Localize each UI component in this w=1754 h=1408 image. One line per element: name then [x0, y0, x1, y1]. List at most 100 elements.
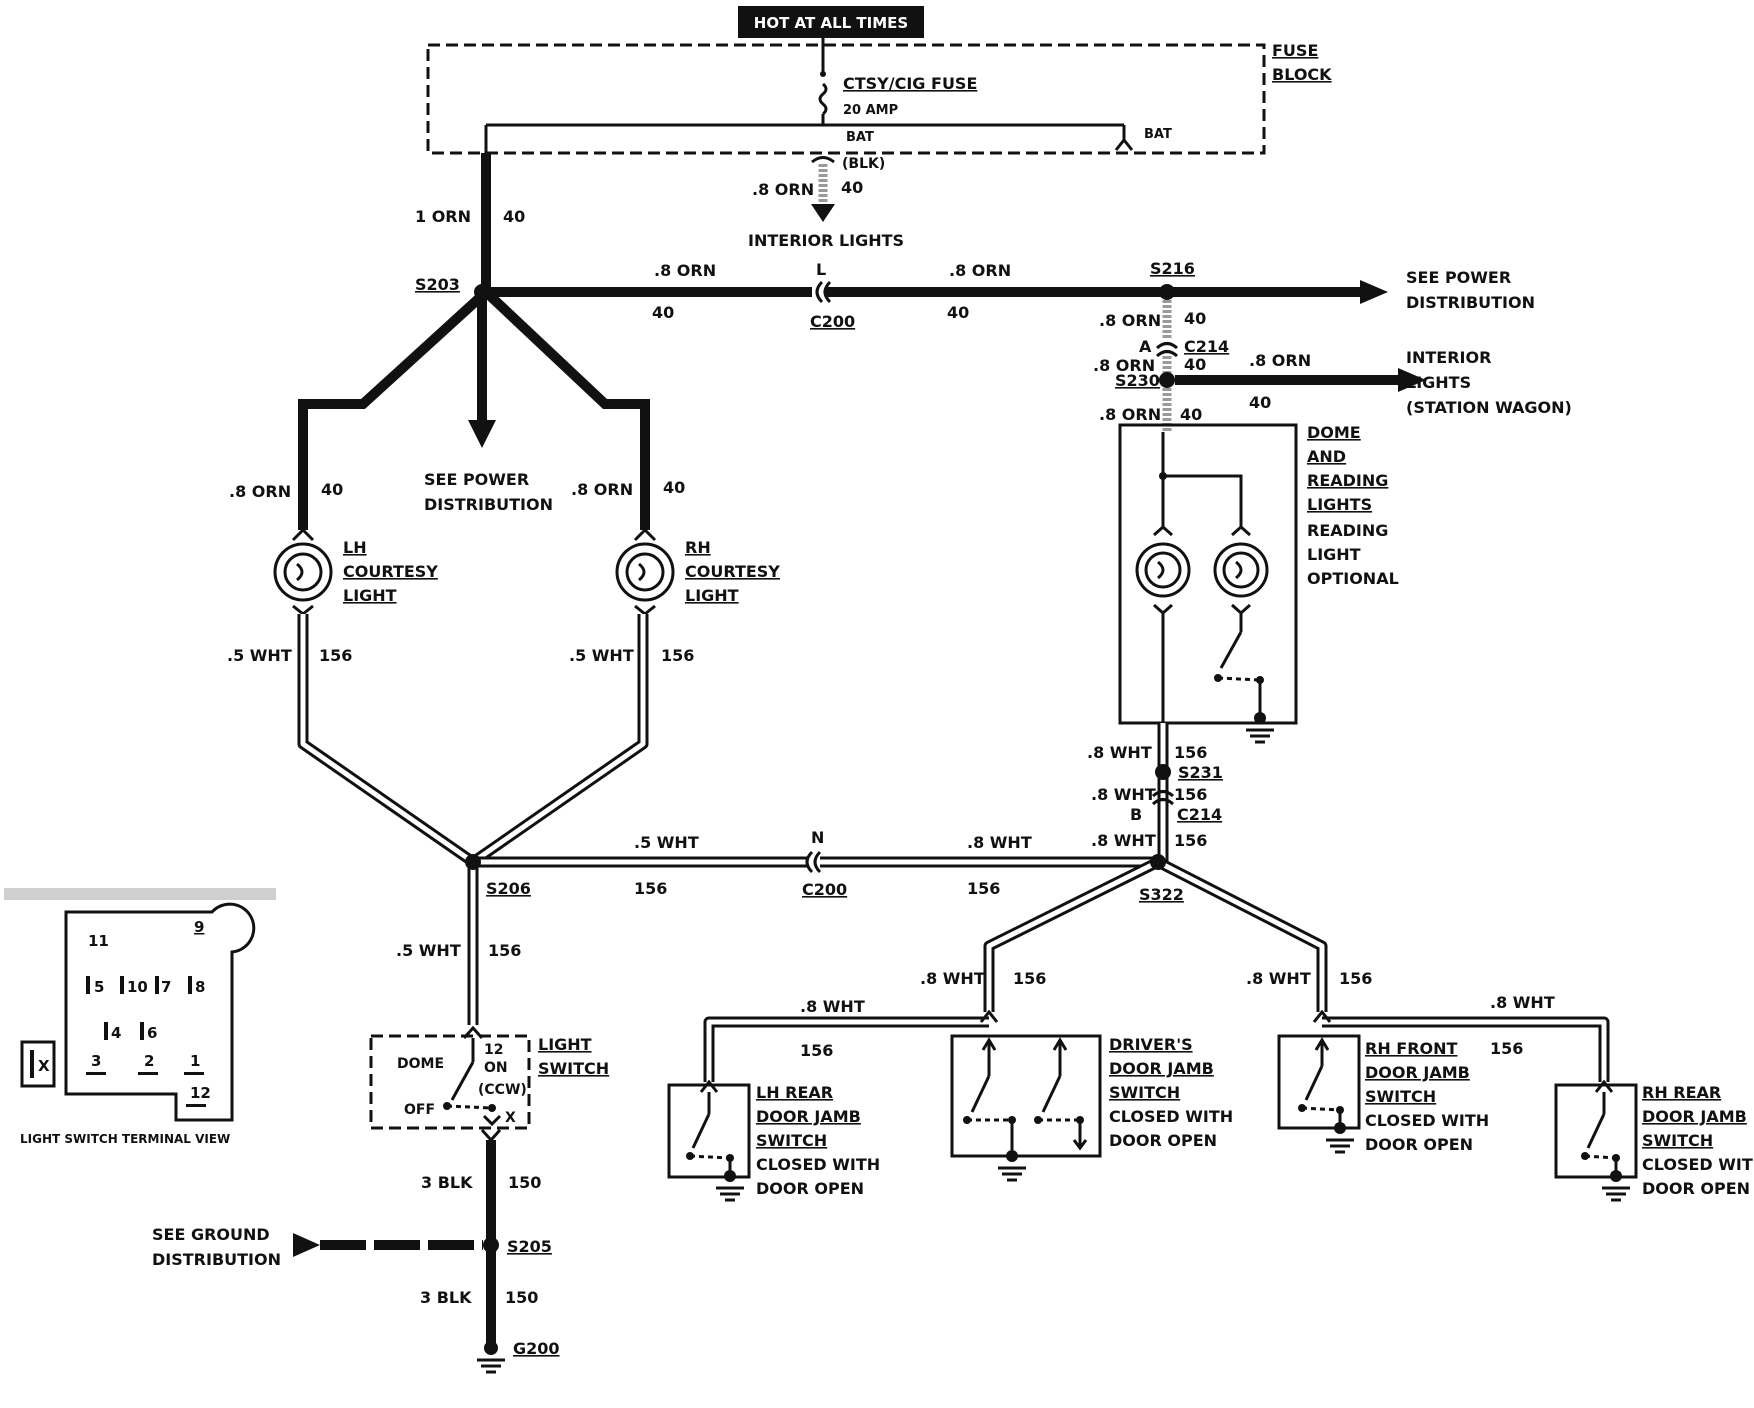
orn-wiring: S203 1 ORN 40 L C200 .8 ORN 40 .8 ORN 40… [229, 153, 1388, 530]
drivers-jamb-label-3: CLOSED WITH [1109, 1107, 1233, 1126]
bat-label-left: BAT [846, 130, 874, 145]
pin-7: 7 [161, 978, 171, 996]
blk-label: (BLK) [842, 156, 885, 172]
dome-label-2: READING [1307, 471, 1388, 490]
wire-number: 156 [800, 1041, 833, 1060]
wire-number: 40 [652, 303, 674, 322]
wire-number: 40 [841, 178, 863, 197]
splice-s322-dot [1150, 854, 1166, 870]
pin-x: X [38, 1057, 50, 1075]
wire-number: 40 [503, 207, 525, 226]
wire-label: .8 WHT [1087, 743, 1152, 762]
rh-rear-jamb-label-3: CLOSED WITH [1642, 1155, 1754, 1174]
wire-number: 156 [1174, 831, 1207, 850]
wire-label: .8 WHT [1091, 785, 1156, 804]
wht-wiring: .5 WHT 156 .5 WHT 156 .8 WHT 156 S231 .8… [227, 614, 1610, 1082]
pin-1: 1 [190, 1052, 200, 1070]
fuse-block-label-1: FUSE [1272, 41, 1318, 60]
see-power-right-2: DISTRIBUTION [1406, 293, 1535, 312]
see-power-center-2: DISTRIBUTION [424, 495, 553, 514]
rh-rear-jamb-label-0: RH REAR [1642, 1083, 1721, 1102]
lh-rear-jamb-label-4: DOOR OPEN [756, 1179, 864, 1198]
right-feed: S216 SEE POWER DISTRIBUTION .8 ORN 40 A … [1093, 259, 1572, 432]
see-ground-1: SEE GROUND [152, 1225, 270, 1244]
light-switch-off: OFF [404, 1102, 435, 1118]
splice-s230: S230 [1115, 371, 1160, 390]
wire-label: 1 ORN [415, 207, 471, 226]
splice-s216: S216 [1150, 259, 1195, 278]
rh-rear-door-jamb-switch: RH REAR DOOR JAMB SWITCH CLOSED WITH DOO… [1554, 1079, 1754, 1202]
drivers-jamb-label-2: SWITCH [1109, 1083, 1180, 1102]
rh-front-jamb-label-4: DOOR OPEN [1365, 1135, 1473, 1154]
connector-c214-b: C214 [1177, 805, 1222, 824]
fuse-block: FUSE BLOCK CTSY/CIG FUSE 20 AMP BAT BAT … [426, 38, 1332, 172]
rh-rear-jamb-label-2: SWITCH [1642, 1131, 1713, 1150]
light-switch-12: 12 [484, 1042, 503, 1058]
drivers-jamb-label-0: DRIVER'S [1109, 1035, 1193, 1054]
interior-sw-1: INTERIOR [1406, 348, 1491, 367]
splice-s205-dot [483, 1237, 499, 1253]
wire-label: .8 ORN [752, 180, 814, 199]
splice-s216-dot [1159, 284, 1175, 300]
dome-reading-lights: DOME AND READING LIGHTS READING LIGHT OP… [1118, 423, 1399, 744]
wire-number: 156 [1174, 743, 1207, 762]
splice-s203-dot [474, 284, 490, 300]
interior-lights-feed: .8 ORN 40 INTERIOR LIGHTS [748, 156, 904, 250]
splice-s203: S203 [415, 275, 460, 294]
wire-number: 156 [661, 646, 694, 665]
interior-sw-3: (STATION WAGON) [1406, 398, 1572, 417]
fuse-name: CTSY/CIG FUSE [843, 74, 977, 93]
wire-label: .8 ORN [949, 261, 1011, 280]
c200-top-pin: L [816, 260, 826, 279]
rh-front-jamb-label-3: CLOSED WITH [1365, 1111, 1489, 1130]
rh-front-jamb-label-1: DOOR JAMB [1365, 1063, 1470, 1082]
wire-label: .5 WHT [634, 833, 699, 852]
lh-rear-jamb-label-0: LH REAR [756, 1083, 833, 1102]
hot-at-all-times-badge: HOT AT ALL TIMES [738, 6, 924, 38]
wire-label: .8 WHT [1246, 969, 1311, 988]
dome-label-5: LIGHT [1307, 545, 1361, 564]
pin-9: 9 [194, 918, 204, 936]
bat-label-right: BAT [1144, 127, 1172, 142]
dome-lamp [1135, 524, 1191, 616]
rh-front-door-jamb-switch: RH FRONT DOOR JAMB SWITCH CLOSED WITH DO… [1277, 1009, 1489, 1154]
wire-number: 40 [1184, 309, 1206, 328]
interior-sw-2: LIGHTS [1406, 373, 1471, 392]
drivers-jamb-label-1: DOOR JAMB [1109, 1059, 1214, 1078]
reading-lamp [1213, 524, 1269, 616]
see-ground-2: DISTRIBUTION [152, 1250, 281, 1269]
wire-number: 40 [321, 480, 343, 499]
wire-number: 150 [505, 1288, 538, 1307]
wire-number: 156 [967, 879, 1000, 898]
dome-label-4: READING [1307, 521, 1388, 540]
wire-number: 40 [947, 303, 969, 322]
wire-number: 156 [488, 941, 521, 960]
wire-label: .5 WHT [569, 646, 634, 665]
light-switch: DOME OFF 12 ON (CCW) X LIGHT SWITCH [369, 1025, 609, 1130]
c200-mid-pin: N [811, 828, 824, 847]
ground-wiring: 3 BLK 150 S205 3 BLK 150 G200 SEE GROUND… [152, 1128, 560, 1374]
drivers-door-jamb-switch: DRIVER'S DOOR JAMB SWITCH CLOSED WITH DO… [950, 1009, 1233, 1182]
hot-label: HOT AT ALL TIMES [754, 14, 908, 32]
wire-number: 40 [1180, 405, 1202, 424]
lh-rear-jamb-label-3: CLOSED WITH [756, 1155, 880, 1174]
light-switch-x: X [505, 1110, 516, 1126]
drivers-jamb-label-4: DOOR OPEN [1109, 1131, 1217, 1150]
rh-courtesy-light: RH COURTESY LIGHT [615, 527, 780, 616]
lh-courtesy-label-2: LIGHT [343, 586, 397, 605]
wire-label: .8 ORN [1099, 405, 1161, 424]
wire-label: .8 ORN [1249, 351, 1311, 370]
wire-label: .8 WHT [1091, 831, 1156, 850]
lh-rear-door-jamb-switch: LH REAR DOOR JAMB SWITCH CLOSED WITH DOO… [667, 1079, 880, 1202]
rh-courtesy-label-0: RH [685, 538, 711, 557]
wire-label: .8 WHT [1490, 993, 1555, 1012]
pin-12: 12 [190, 1084, 211, 1102]
splice-s206: S206 [486, 879, 531, 898]
wire-label: 3 BLK [421, 1173, 473, 1192]
light-switch-ccw: (CCW) [478, 1082, 527, 1098]
dome-label-6: OPTIONAL [1307, 569, 1399, 588]
splice-s206-dot [465, 854, 481, 870]
wire-number: 40 [1184, 355, 1206, 374]
dome-label-0: DOME [1307, 423, 1361, 442]
